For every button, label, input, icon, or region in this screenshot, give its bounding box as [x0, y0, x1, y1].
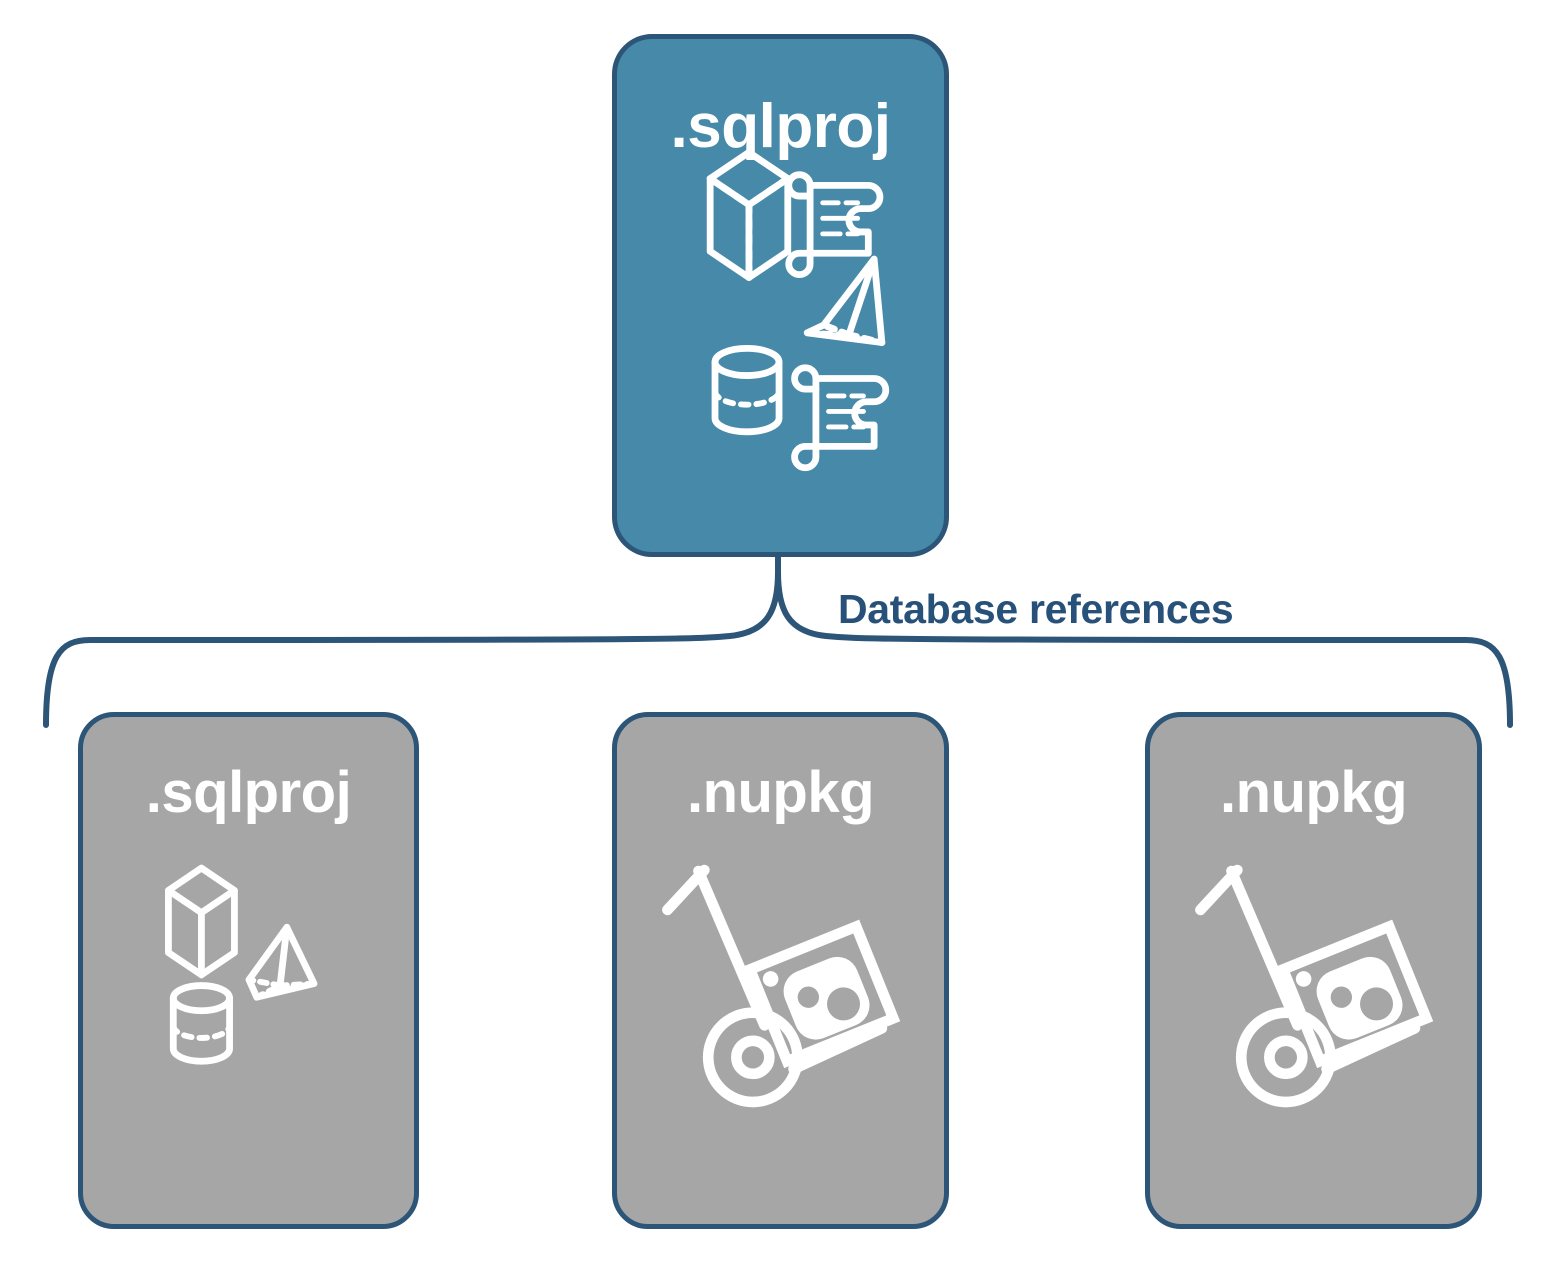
cube-icon [165, 864, 238, 979]
cylinder-icon [169, 982, 233, 1065]
scroll-icon [785, 171, 884, 278]
pyramid-icon [245, 923, 318, 1001]
pyramid-icon [803, 255, 886, 346]
cylinder-icon [711, 344, 783, 436]
card-sqlproj-reference[interactable]: .sqlproj [78, 712, 419, 1229]
card-title-child-0: .sqlproj [145, 760, 352, 825]
scroll-icon [791, 364, 890, 472]
card-title-parent: .sqlproj [670, 92, 891, 161]
hand-truck-package-icon [1195, 864, 1434, 1108]
hand-truck-package-icon [662, 864, 901, 1108]
card-nupkg-reference-2[interactable]: .nupkg [1145, 712, 1482, 1229]
card-nupkg-reference-1[interactable]: .nupkg [612, 712, 949, 1229]
card-title-child-2: .nupkg [1219, 760, 1408, 825]
card-sqlproj-parent[interactable]: .sqlproj [612, 34, 949, 557]
connector-label: Database references [838, 586, 1234, 632]
cube-icon [706, 148, 792, 281]
card-title-child-1: .nupkg [686, 760, 875, 825]
